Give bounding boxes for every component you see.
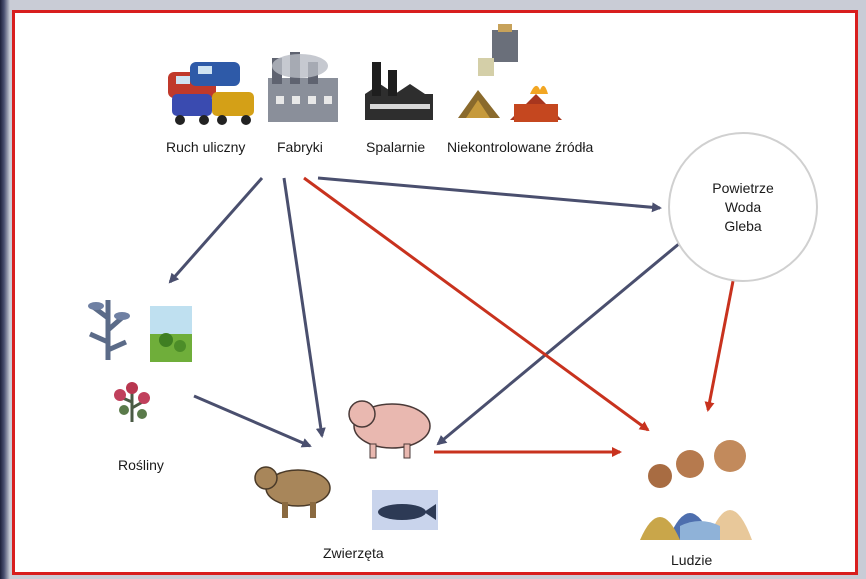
incinerator-icon (365, 62, 433, 120)
uncontrolled-sources-icon (458, 24, 562, 122)
label-incinerators: Spalarnie (366, 139, 426, 155)
label-animals: Zwierzęta (323, 545, 384, 561)
arrow-plants-to-animals (193, 394, 312, 448)
arrow-sources-to-plants (168, 177, 264, 284)
plant-icon (88, 300, 130, 360)
arrow-environment-to-people (704, 275, 736, 412)
arrow-environment-to-animals (436, 236, 687, 446)
red-arrows (303, 176, 736, 457)
label-people: Ludzie (671, 552, 713, 568)
arrow-sources-to-environment (317, 176, 662, 213)
people-icon (640, 440, 752, 540)
label-factories: Fabryki (277, 139, 323, 155)
label-air: Powietrze (712, 179, 774, 196)
flower-bush-icon (114, 382, 150, 422)
traffic-icon (168, 62, 254, 125)
arrow-sources-to-animals (282, 177, 326, 438)
fish-icon (372, 490, 438, 530)
label-traffic: Ruch uliczny (166, 139, 246, 155)
label-plants: Rośliny (118, 457, 164, 473)
cow-icon (254, 466, 331, 518)
arrow-sources-to-people (303, 176, 650, 432)
label-soil: Gleba (724, 217, 762, 234)
label-water: Woda (724, 198, 762, 215)
label-uncontrolled-sources: Niekontrolowane źródła (447, 139, 594, 155)
pig-icon (348, 400, 431, 459)
diagram-board (12, 10, 858, 575)
landscape-icon (150, 306, 192, 362)
gray-arrows (168, 176, 687, 448)
environment-circle: Powietrze Woda Gleba (668, 132, 818, 282)
factory-icon (268, 52, 338, 122)
